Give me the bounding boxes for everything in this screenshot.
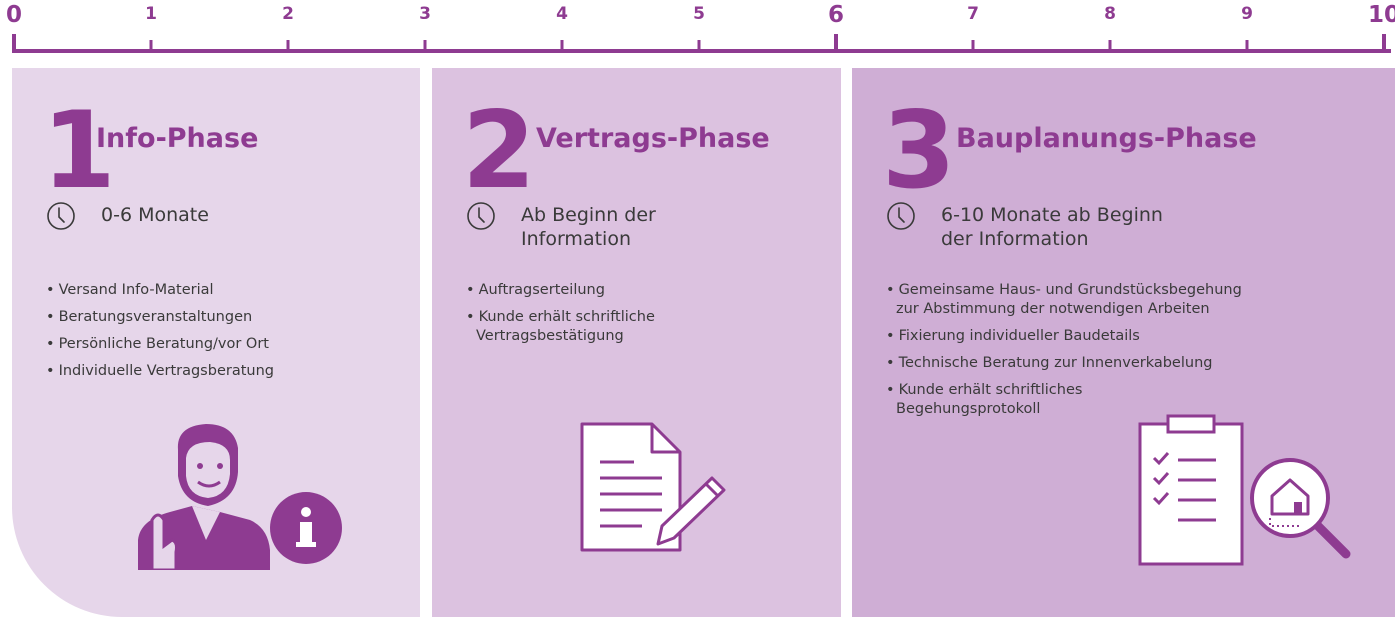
tick-label: 0 <box>5 2 23 28</box>
list-item: •Gemeinsame Haus- und Grundstücksbegehun… <box>886 282 1242 317</box>
clock-icon <box>47 202 75 230</box>
list-item: •Fixierung individueller Baudetails <box>886 328 1140 344</box>
phase-panel-vertrag: 2 Vertrags-Phase Ab Beginn der Informati… <box>432 68 841 617</box>
list-item: •Auftragserteilung <box>466 282 605 298</box>
clock-icon <box>467 202 495 230</box>
phase-title: Info-Phase <box>96 123 259 154</box>
phase-panel-info: 1 Info-Phase 0-6 Monate •Versand Info-Ma… <box>12 68 420 617</box>
list-item: •Beratungsveranstaltungen <box>46 309 253 325</box>
list-item: •Technische Beratung zur Innenverkabelun… <box>886 355 1213 371</box>
person-info-icon <box>138 424 342 570</box>
tick-label: 3 <box>419 4 431 24</box>
tick-label: 7 <box>967 4 979 24</box>
duration-line: Information <box>521 228 631 250</box>
list-item: •Versand Info-Material <box>46 282 214 298</box>
phase-number: 3 <box>882 89 956 212</box>
phase-duration: 6-10 Monate ab Beginn der Information <box>941 203 1241 251</box>
tick-label: 2 <box>282 4 294 24</box>
phase-duration: Ab Beginn der Information <box>521 203 821 251</box>
phase-number: 2 <box>462 89 536 212</box>
clipboard-house-search-icon <box>1138 414 1351 566</box>
duration-line: Ab Beginn der <box>521 204 656 226</box>
document-pen-icon <box>580 422 726 552</box>
timeline-axis: 0 1 2 3 4 5 6 7 8 9 10 <box>0 0 1395 62</box>
timeline-line <box>12 34 1391 53</box>
duration-line: 6-10 Monate ab Beginn <box>941 204 1163 226</box>
phase-title: Bauplanungs-Phase <box>956 123 1257 154</box>
phase-panel-bauplanung: 3 Bauplanungs-Phase 6-10 Monate ab Begin… <box>852 68 1395 617</box>
phase-items: •Gemeinsame Haus- und Grundstücksbegehun… <box>886 281 1242 427</box>
tick-label: 10 <box>1367 2 1395 28</box>
clock-icon <box>887 202 915 230</box>
tick-label: 6 <box>827 2 845 28</box>
tick-label: 1 <box>145 4 157 24</box>
duration-line: der Information <box>941 228 1089 250</box>
tick-label: 4 <box>556 4 568 24</box>
tick-label: 9 <box>1241 4 1253 24</box>
phase-duration: 0-6 Monate <box>101 203 401 227</box>
tick-label: 8 <box>1104 4 1116 24</box>
list-item: •Persönliche Beratung/vor Ort <box>46 336 269 352</box>
phase-items: •Auftragserteilung •Kunde erhält schrift… <box>466 281 655 354</box>
phase-title: Vertrags-Phase <box>536 123 770 154</box>
phase-number: 1 <box>42 89 116 212</box>
duration-line: 0-6 Monate <box>101 204 209 226</box>
tick-label: 5 <box>693 4 705 24</box>
phase-items: •Versand Info-Material •Beratungsveranst… <box>46 281 274 389</box>
list-item: •Individuelle Vertragsberatung <box>46 363 274 379</box>
